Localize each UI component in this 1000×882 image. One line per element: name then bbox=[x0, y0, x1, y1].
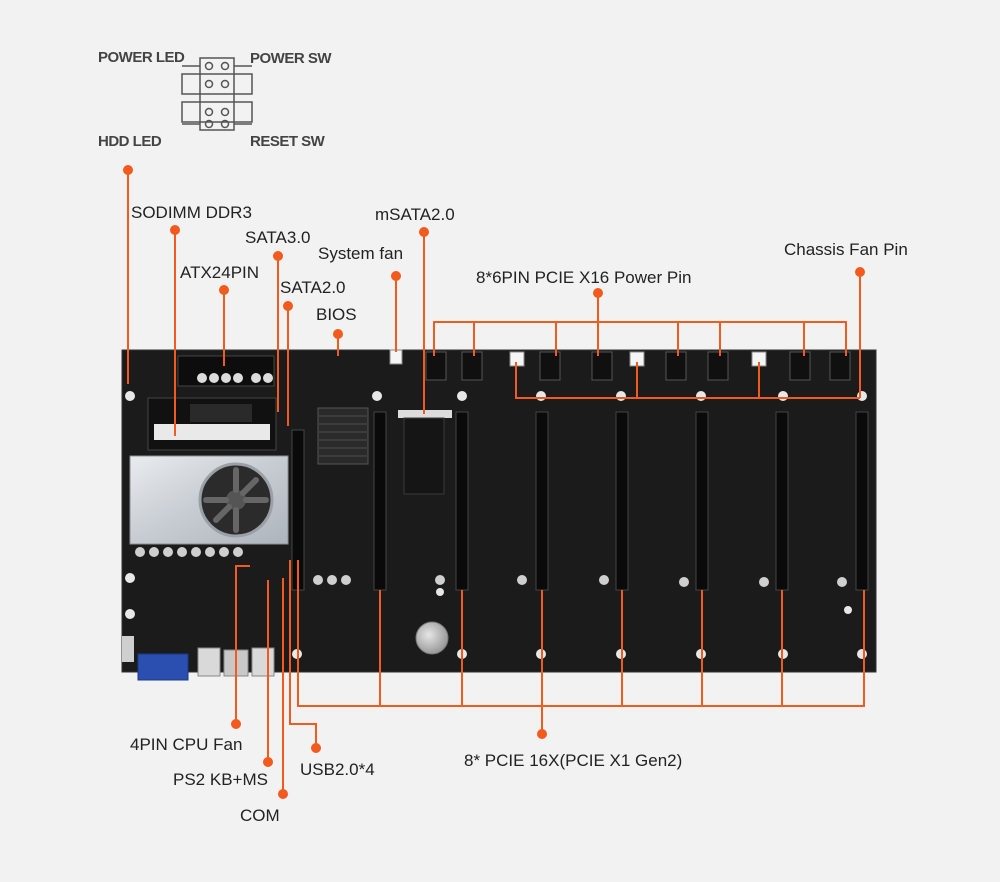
system-fan-label: System fan bbox=[318, 244, 403, 263]
cpu-fan-label: 4PIN CPU Fan bbox=[130, 735, 242, 754]
power-sw-label: POWER SW bbox=[250, 50, 332, 67]
mounting-holes bbox=[125, 391, 867, 659]
sodimm-slot bbox=[147, 397, 277, 451]
com-label: COM bbox=[240, 806, 280, 825]
pcie-power-label: 8*6PIN PCIE X16 Power Pin bbox=[476, 268, 691, 287]
chassis-fan-connectors bbox=[389, 349, 767, 367]
msata-slot bbox=[398, 410, 452, 495]
sata2-label: SATA2.0 bbox=[280, 278, 346, 297]
sata3-label: SATA3.0 bbox=[245, 228, 311, 247]
front-panel-header: POWER LED POWER SW HDD LED RESET SW bbox=[98, 49, 333, 150]
ps2-label: PS2 KB+MS bbox=[173, 770, 268, 789]
pin-header-icon bbox=[181, 57, 253, 131]
chipset-heatsink bbox=[317, 407, 369, 465]
cmos-battery-icon bbox=[415, 621, 449, 655]
usb-port-1 bbox=[197, 647, 221, 677]
pcb bbox=[122, 350, 876, 672]
pcie-power-connectors bbox=[425, 351, 851, 381]
usb-label: USB2.0*4 bbox=[300, 760, 375, 779]
pcie-slots-label: 8* PCIE 16X(PCIE X1 Gen2) bbox=[464, 751, 682, 770]
capacitors bbox=[135, 547, 847, 587]
hdd-led-label: HDD LED bbox=[98, 133, 162, 150]
atx24-connector bbox=[177, 355, 275, 387]
reset-sw-label: RESET SW bbox=[250, 133, 326, 150]
chassis-fan-label: Chassis Fan Pin bbox=[784, 240, 908, 259]
usb-port-2 bbox=[251, 647, 275, 677]
sodimm-label: SODIMM DDR3 bbox=[131, 203, 252, 222]
power-led-label: POWER LED bbox=[98, 49, 185, 66]
cpu-heatsink bbox=[129, 455, 289, 545]
atx24-label: ATX24PIN bbox=[180, 263, 259, 282]
fan-icon bbox=[198, 462, 274, 538]
bios-label: BIOS bbox=[316, 305, 357, 324]
callout-lines bbox=[123, 165, 865, 799]
labels: SODIMM DDR3 SATA3.0 ATX24PIN SATA2.0 BIO… bbox=[130, 203, 908, 825]
msata-label: mSATA2.0 bbox=[375, 205, 455, 224]
vga-port bbox=[137, 653, 189, 681]
